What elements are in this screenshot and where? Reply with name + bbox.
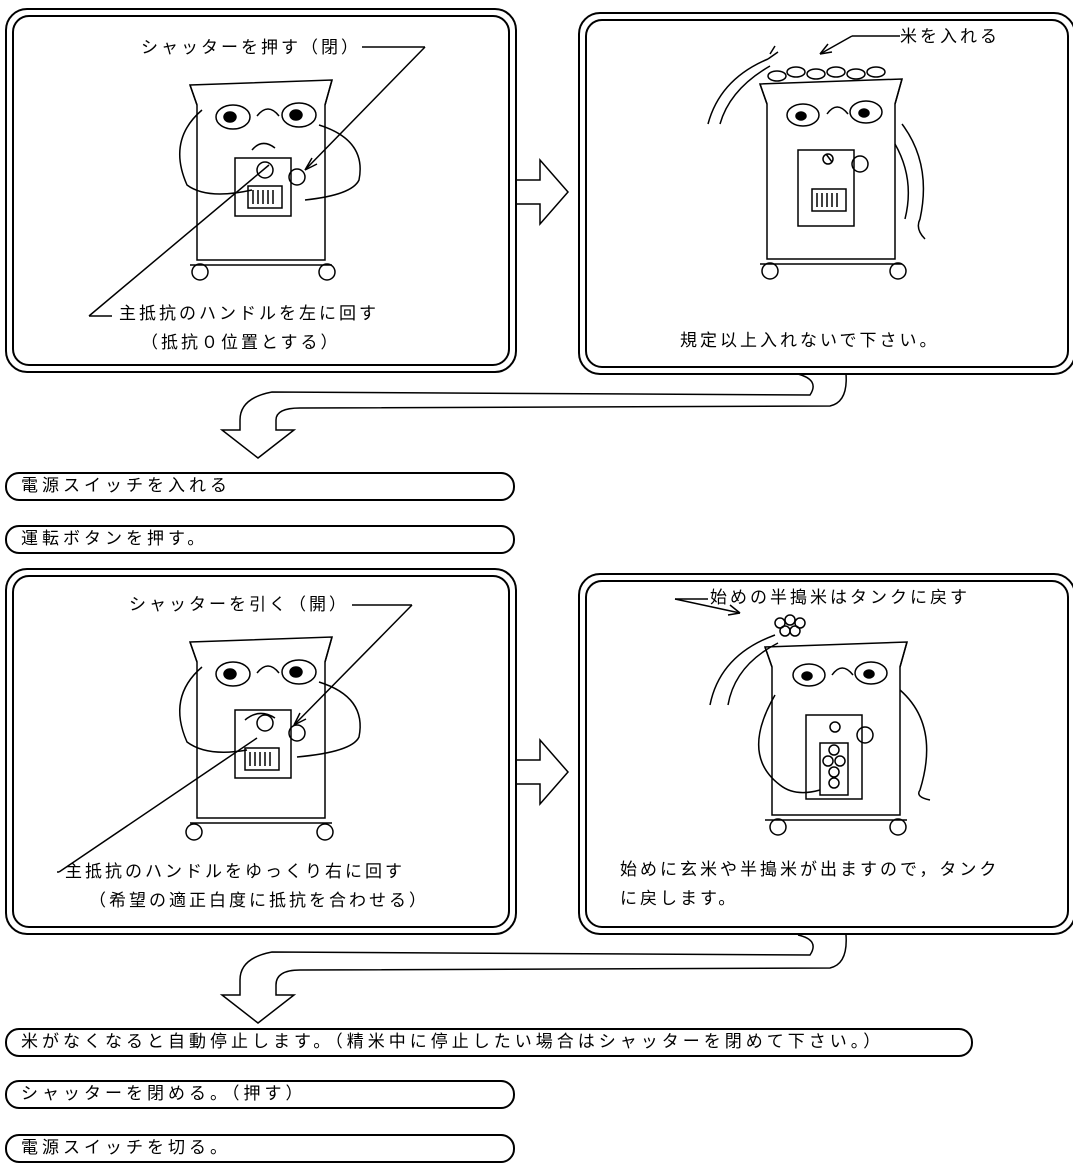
label-resistance-zero: （抵抗０位置とする） (141, 333, 341, 353)
machine-illustration-4 (580, 575, 1073, 937)
step-power-on: 電源スイッチを入れる (5, 472, 515, 501)
step-auto-stop-note: 米がなくなると自動停止します。（精米中に停止したい場合はシャッターを閉めて下さい… (5, 1028, 973, 1057)
machine-illustration-3 (7, 570, 519, 937)
step-close-shutter: シャッターを閉める。（押す） (5, 1080, 515, 1109)
label-push-shutter: シャッターを押す（閉） (141, 38, 361, 58)
panel-return-rice: 始めの半搗米はタンクに戻す 始めに玄米や半搗米が出ますので，タンク に戻します。 (578, 573, 1073, 935)
label-pull-shutter: シャッターを引く（開） (129, 595, 349, 615)
step-press-run-button: 運転ボタンを押す。 (5, 525, 515, 554)
label-add-rice: 米を入れる (900, 27, 1000, 47)
label-return-half-milled: 始めの半搗米はタンクに戻す (710, 588, 970, 608)
step-power-off: 電源スイッチを切る。 (5, 1134, 515, 1163)
machine-illustration-1 (7, 10, 519, 375)
label-match-whiteness: （希望の適正白度に抵抗を合わせる） (89, 891, 429, 911)
panel-open-shutter: シャッターを引く（開） 主抵抗のハンドルをゆっくり右に回す （希望の適正白度に抵… (5, 568, 517, 935)
panel-add-rice: 米を入れる 規定以上入れないで下さい。 (578, 12, 1073, 375)
machine-illustration-2 (580, 14, 1073, 377)
panel-close-shutter: シャッターを押す（閉） 主抵抗のハンドルを左に回す （抵抗０位置とする） (5, 8, 517, 373)
label-turn-handle-left: 主抵抗のハンドルを左に回す (119, 304, 379, 324)
label-return-explanation-2: に戻します。 (620, 889, 739, 909)
label-do-not-overfill: 規定以上入れないで下さい。 (680, 331, 940, 351)
label-return-explanation-1: 始めに玄米や半搗米が出ますので，タンク (620, 860, 1000, 880)
label-turn-handle-right: 主抵抗のハンドルをゆっくり右に回す (65, 862, 405, 882)
